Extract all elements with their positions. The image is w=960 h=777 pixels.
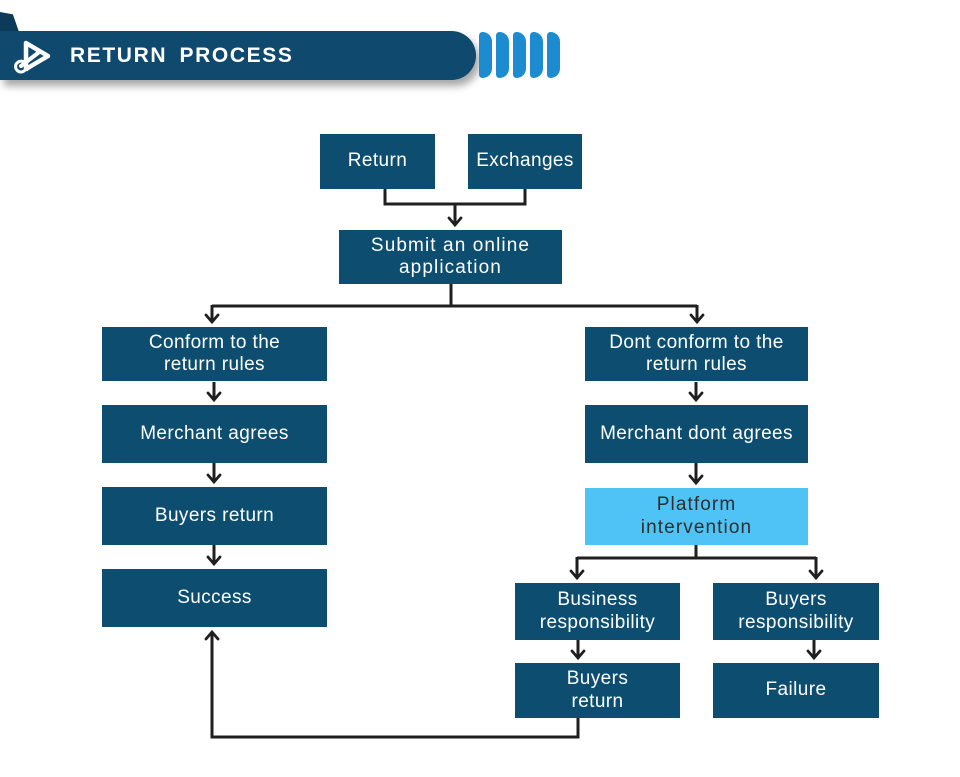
decor-segment-icon	[530, 32, 543, 78]
flow-node-label: Exchanges	[476, 150, 574, 172]
flow-node-label: Return	[347, 150, 408, 172]
flow-node-merchant-dont-agrees: Merchant dont agrees	[585, 405, 808, 463]
flow-node-dont-conform-rules: Dont conform to the return rules	[585, 327, 808, 381]
flow-node-label: Conform to the return rules	[148, 331, 281, 375]
flow-node-label: Dont conform to the return rules	[609, 331, 784, 375]
flow-node-buyers-return-right: Buyers return	[515, 663, 680, 718]
flow-node-merchant-agrees: Merchant agrees	[102, 405, 327, 463]
flow-node-label: Buyers responsibility	[738, 589, 854, 633]
wrench-play-logo-icon	[12, 35, 54, 77]
banner-decor	[479, 32, 560, 78]
flow-node-business-responsibility: Business responsibility	[515, 583, 680, 640]
flow-node-exchanges: Exchanges	[468, 134, 582, 189]
page-title: RETURN PROCESS	[70, 43, 294, 67]
flow-node-submit-application: Submit an online application	[339, 230, 562, 284]
flow-node-label: Success	[177, 586, 252, 608]
flow-node-label: Merchant agrees	[140, 422, 289, 444]
flow-node-label: Buyers return	[566, 668, 629, 712]
flow-node-label: Submit an online application	[370, 234, 531, 278]
flow-node-return: Return	[320, 134, 435, 189]
decor-segment-icon	[513, 32, 526, 78]
decor-segment-icon	[496, 32, 509, 78]
decor-segment-icon	[479, 32, 492, 78]
title-banner: RETURN PROCESS	[0, 31, 476, 80]
flow-node-platform-intervention: Platform intervention	[585, 488, 808, 545]
flow-node-failure: Failure	[713, 663, 879, 718]
flow-node-label: Business responsibility	[539, 589, 656, 633]
flow-node-label: Buyers return	[154, 504, 275, 526]
flow-node-label: Merchant dont agrees	[600, 422, 793, 444]
flow-node-success: Success	[102, 569, 327, 627]
flow-node-conform-rules: Conform to the return rules	[102, 327, 327, 381]
decor-segment-icon	[547, 32, 560, 78]
flow-node-label: Platform intervention	[640, 494, 753, 538]
flow-node-buyers-return-left: Buyers return	[102, 487, 327, 545]
flow-node-label: Failure	[765, 679, 827, 701]
flow-node-buyers-responsibility: Buyers responsibility	[713, 583, 879, 640]
